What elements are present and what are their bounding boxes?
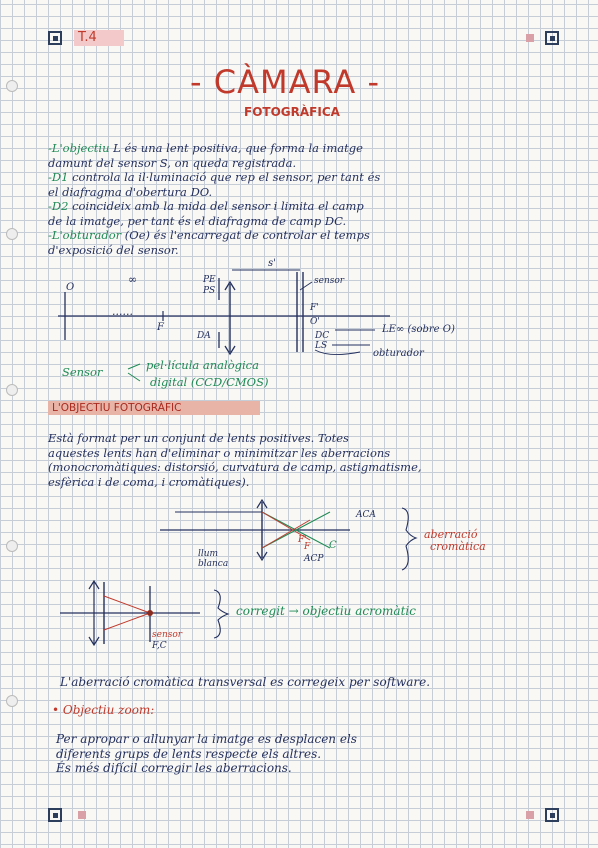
line-text: el diafragma d'obertura DO. xyxy=(48,184,213,199)
diagram-label: aberració xyxy=(424,528,478,541)
transversal-note: L'aberració cromàtica transversal es cor… xyxy=(60,675,431,689)
corner-square-icon xyxy=(526,34,534,42)
diagram-label: O' xyxy=(310,317,320,327)
diagram-label: F xyxy=(304,542,311,552)
binder-hole xyxy=(6,228,18,240)
diagram-label: (monocromàtiques: distorsió, curvatura d… xyxy=(48,460,422,474)
diagram-label: PS xyxy=(203,286,216,296)
section-1-line: -D1 controla la il·luminació que rep el … xyxy=(48,171,380,183)
diagram-label: ACP xyxy=(304,554,324,564)
diagram-label: F' xyxy=(310,303,319,313)
diagram-label: O xyxy=(66,282,75,293)
line-text: controla la il·luminació que rep el sens… xyxy=(68,170,381,184)
section-1-line: -D2 coincideix amb la mida del sensor i … xyxy=(48,200,364,212)
section-1-line: d'exposició del sensor. xyxy=(48,244,179,256)
diagram-label: LE∞ (sobre O) xyxy=(382,324,455,335)
section-1-line: damunt del sensor S, on queda registrada… xyxy=(48,157,296,169)
diagram-label: Per apropar o allunyar la imatge es desp… xyxy=(56,732,357,746)
diagram-label: C xyxy=(329,540,337,551)
term-label: -L'obturador xyxy=(48,228,122,242)
diagram-label: F' xyxy=(298,535,307,545)
diagram-label: aquestes lents han d'eliminar o minimitz… xyxy=(48,445,391,460)
diagram-label: llum xyxy=(198,549,219,559)
sensor-option-film: pel·lícula analògica xyxy=(146,358,259,372)
page-title: - CÀMARA - xyxy=(190,63,380,101)
diagram-label: És més difícil corregir les aberracions. xyxy=(56,761,292,775)
corner-mark-icon xyxy=(545,808,559,822)
diagram-label: F,C xyxy=(152,641,167,651)
line-text: d'exposició del sensor. xyxy=(48,242,179,257)
term-label: -D2 xyxy=(48,199,69,213)
diagram-label: obturador xyxy=(373,348,424,359)
diagram-label: DA xyxy=(197,331,211,341)
diagram-label: corregit → objectiu acromàtic xyxy=(236,604,416,618)
line-text: L és una lent positiva, que forma la ima… xyxy=(109,141,363,155)
diagram-label: F xyxy=(157,322,164,333)
page-subtitle: FOTOGRÀFICA xyxy=(244,105,340,119)
diagram-label: sensor xyxy=(152,630,183,640)
diagram-label: esfèrica i de coma, i cromàtiques). xyxy=(48,474,250,489)
section-heading: L'OBJECTIU FOTOGRÀFIC xyxy=(52,402,182,414)
line-text: coincideix amb la mida del sensor i limi… xyxy=(68,199,364,213)
section-1-line: el diafragma d'obertura DO. xyxy=(48,186,212,198)
section-1-line: -L'obturador (Oe) és l'encarregat de con… xyxy=(48,229,370,241)
diagram-label: Està format per un conjunt de lents posi… xyxy=(48,431,349,445)
term-label: -L'objectiu xyxy=(48,141,110,155)
line-text: damunt del sensor S, on queda registrada… xyxy=(48,155,297,170)
diagram-label: LS xyxy=(315,341,328,351)
diagram-label: ACA xyxy=(356,510,376,520)
diagram-label: PE xyxy=(203,275,216,285)
binder-hole xyxy=(6,695,18,707)
diagram-label: sensor xyxy=(314,276,345,286)
binder-hole xyxy=(6,540,18,552)
diagram-label: blanca xyxy=(198,559,229,569)
diagram-label: cromàtica xyxy=(430,540,486,553)
line-text: de la imatge, per tant és el diafragma d… xyxy=(48,213,347,228)
section-1-line: -L'objectiu L és una lent positiva, que … xyxy=(48,142,363,154)
corner-square-icon xyxy=(526,811,534,819)
corner-mark-icon xyxy=(48,808,62,822)
line-text: (Oe) és l'encarregat de controlar el tem… xyxy=(121,228,370,242)
diagram-label: ...... xyxy=(112,305,133,318)
binder-hole xyxy=(6,384,18,396)
corner-square-icon xyxy=(78,811,86,819)
diagram-label: diferents grups de lents respecte els al… xyxy=(56,746,322,761)
section-heading-highlight xyxy=(48,401,260,415)
corner-mark-icon xyxy=(545,31,559,45)
term-label: -D1 xyxy=(48,170,69,184)
diagram-label: DC xyxy=(315,331,330,341)
section-1-line: de la imatge, per tant és el diafragma d… xyxy=(48,215,346,227)
binder-hole xyxy=(6,80,18,92)
diagram-label: s' xyxy=(268,258,276,269)
diagram-label: ∞ xyxy=(128,273,138,286)
zoom-heading: • Objectiu zoom: xyxy=(52,703,155,717)
corner-mark-icon xyxy=(48,31,62,45)
topic-tag: T.4 xyxy=(74,30,124,46)
sensor-option-digital: digital (CCD/CMOS) xyxy=(150,375,269,389)
sensor-word: Sensor xyxy=(62,365,103,379)
